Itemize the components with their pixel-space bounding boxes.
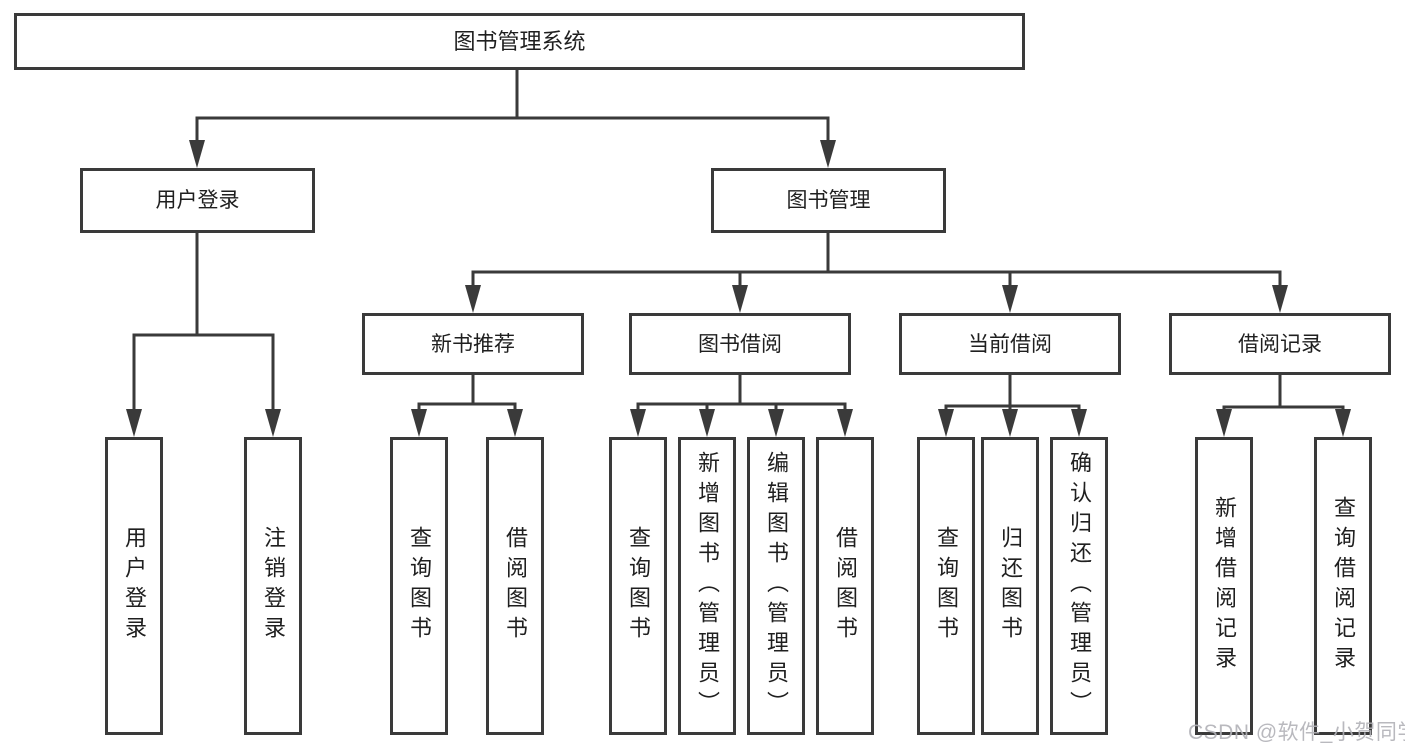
leaf-cb-return-book-label: 归还图书: [998, 526, 1023, 646]
node-borrow-records: 借阅记录: [1169, 313, 1391, 375]
leaf-bb-borrow-book: 借阅图书: [816, 437, 874, 735]
node-root-label: 图书管理系统: [453, 28, 586, 54]
node-user-login-label: 用户登录: [155, 189, 240, 212]
leaf-br-add-record: 新增借阅记录: [1195, 437, 1253, 735]
node-borrow-records-label: 借阅记录: [1238, 332, 1322, 356]
leaf-bb-edit-book: 编辑图书（管理员）: [747, 437, 805, 735]
leaf-bb-query-book-label: 查询图书: [626, 526, 651, 646]
node-new-book-rec-label: 新书推荐: [431, 332, 515, 356]
leaf-bb-edit-book-label: 编辑图书（管理员）: [764, 451, 789, 721]
node-current-borrow-label: 当前借阅: [968, 332, 1052, 356]
leaf-rec-query-book-label: 查询图书: [407, 526, 432, 646]
leaf-cb-return-book: 归还图书: [981, 437, 1039, 735]
leaf-cb-query-book: 查询图书: [917, 437, 975, 735]
node-user-login: 用户登录: [80, 168, 315, 233]
leaf-br-query-record-label: 查询借阅记录: [1331, 496, 1356, 676]
leaf-rec-query-book: 查询图书: [390, 437, 448, 735]
node-book-borrow-label: 图书借阅: [698, 332, 782, 356]
leaf-rec-borrow-book: 借阅图书: [486, 437, 544, 735]
leaf-bb-borrow-book-label: 借阅图书: [833, 526, 858, 646]
leaf-cb-confirm-return: 确认归还（管理员）: [1050, 437, 1108, 735]
csdn-watermark: CSDN @软件_小贺同学: [1188, 721, 1405, 744]
node-book-mgmt-label: 图书管理: [786, 189, 871, 212]
leaf-user-login: 用户登录: [105, 437, 163, 735]
leaf-logout-label: 注销登录: [261, 526, 286, 646]
node-current-borrow: 当前借阅: [899, 313, 1121, 375]
leaf-bb-query-book: 查询图书: [609, 437, 667, 735]
node-book-borrow: 图书借阅: [629, 313, 851, 375]
node-new-book-rec: 新书推荐: [362, 313, 584, 375]
leaf-logout: 注销登录: [244, 437, 302, 735]
arrowhead-icons: [126, 140, 1351, 437]
leaf-cb-confirm-return-label: 确认归还（管理员）: [1067, 451, 1092, 721]
leaf-br-add-record-label: 新增借阅记录: [1212, 496, 1237, 676]
leaf-bb-add-book: 新增图书（管理员）: [678, 437, 736, 735]
leaf-bb-add-book-label: 新增图书（管理员）: [695, 451, 720, 721]
leaf-br-query-record: 查询借阅记录: [1314, 437, 1372, 735]
leaf-cb-query-book-label: 查询图书: [934, 526, 959, 646]
leaf-user-login-label: 用户登录: [122, 526, 147, 646]
node-book-mgmt: 图书管理: [711, 168, 946, 233]
leaf-rec-borrow-book-label: 借阅图书: [503, 526, 528, 646]
node-root: 图书管理系统: [14, 13, 1025, 70]
